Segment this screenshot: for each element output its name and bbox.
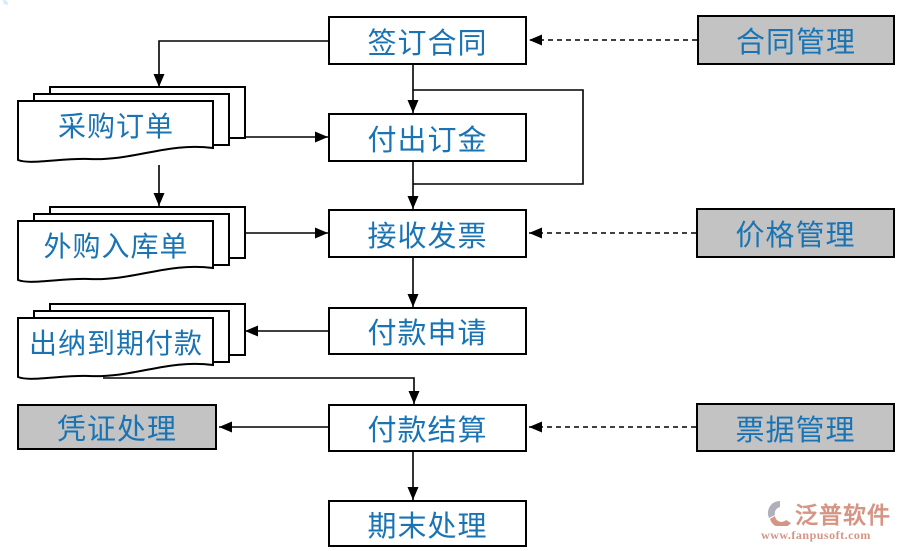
fanpu-logo: 泛普软件 www.fanpusoft.com <box>741 496 891 543</box>
node-receive-invoice: 接收发票 <box>328 209 527 258</box>
node-price-management: 价格管理 <box>696 208 895 258</box>
node-label: 付出订金 <box>367 124 488 157</box>
node-voucher-processing: 凭证处理 <box>17 404 217 450</box>
node-label: 价格管理 <box>735 220 856 252</box>
node-label: 付款申请 <box>367 318 488 350</box>
node-purchase-inbound-documents: 外购入库单 <box>17 206 247 291</box>
multi-document-shape <box>17 303 246 380</box>
node-cashier-due-payment-documents: 出纳到期付款 <box>17 303 247 388</box>
node-label: 签订合同 <box>367 27 488 60</box>
node-sign-contract: 签订合同 <box>328 16 527 65</box>
node-label: 出纳到期付款 <box>28 328 203 360</box>
node-label: 凭证处理 <box>56 414 177 446</box>
node-payment-settlement: 付款结算 <box>328 404 527 452</box>
node-contract-management: 合同管理 <box>697 15 895 65</box>
node-period-end: 期末处理 <box>328 500 527 547</box>
multi-document-shape <box>17 86 246 163</box>
node-bill-management: 票据管理 <box>696 403 895 452</box>
node-label: 付款结算 <box>367 415 488 447</box>
node-label: 采购订单 <box>57 111 174 143</box>
edge-sign-to-purchase-order <box>153 40 328 87</box>
multi-document-shape <box>17 206 246 283</box>
node-label: 合同管理 <box>735 27 856 59</box>
node-pay-deposit: 付出订金 <box>328 113 527 162</box>
logo-url: www.fanpusoft.com <box>761 528 871 542</box>
node-label: 外购入库单 <box>43 231 189 263</box>
node-label: 接收发票 <box>367 220 488 253</box>
node-label: 票据管理 <box>735 414 856 447</box>
fanpu-logo-icon <box>767 500 791 526</box>
logo-name: 泛普软件 <box>795 503 891 528</box>
node-label: 期末处理 <box>367 510 488 543</box>
node-payment-request: 付款申请 <box>328 307 527 355</box>
node-purchase-order-documents: 采购订单 <box>17 86 247 171</box>
